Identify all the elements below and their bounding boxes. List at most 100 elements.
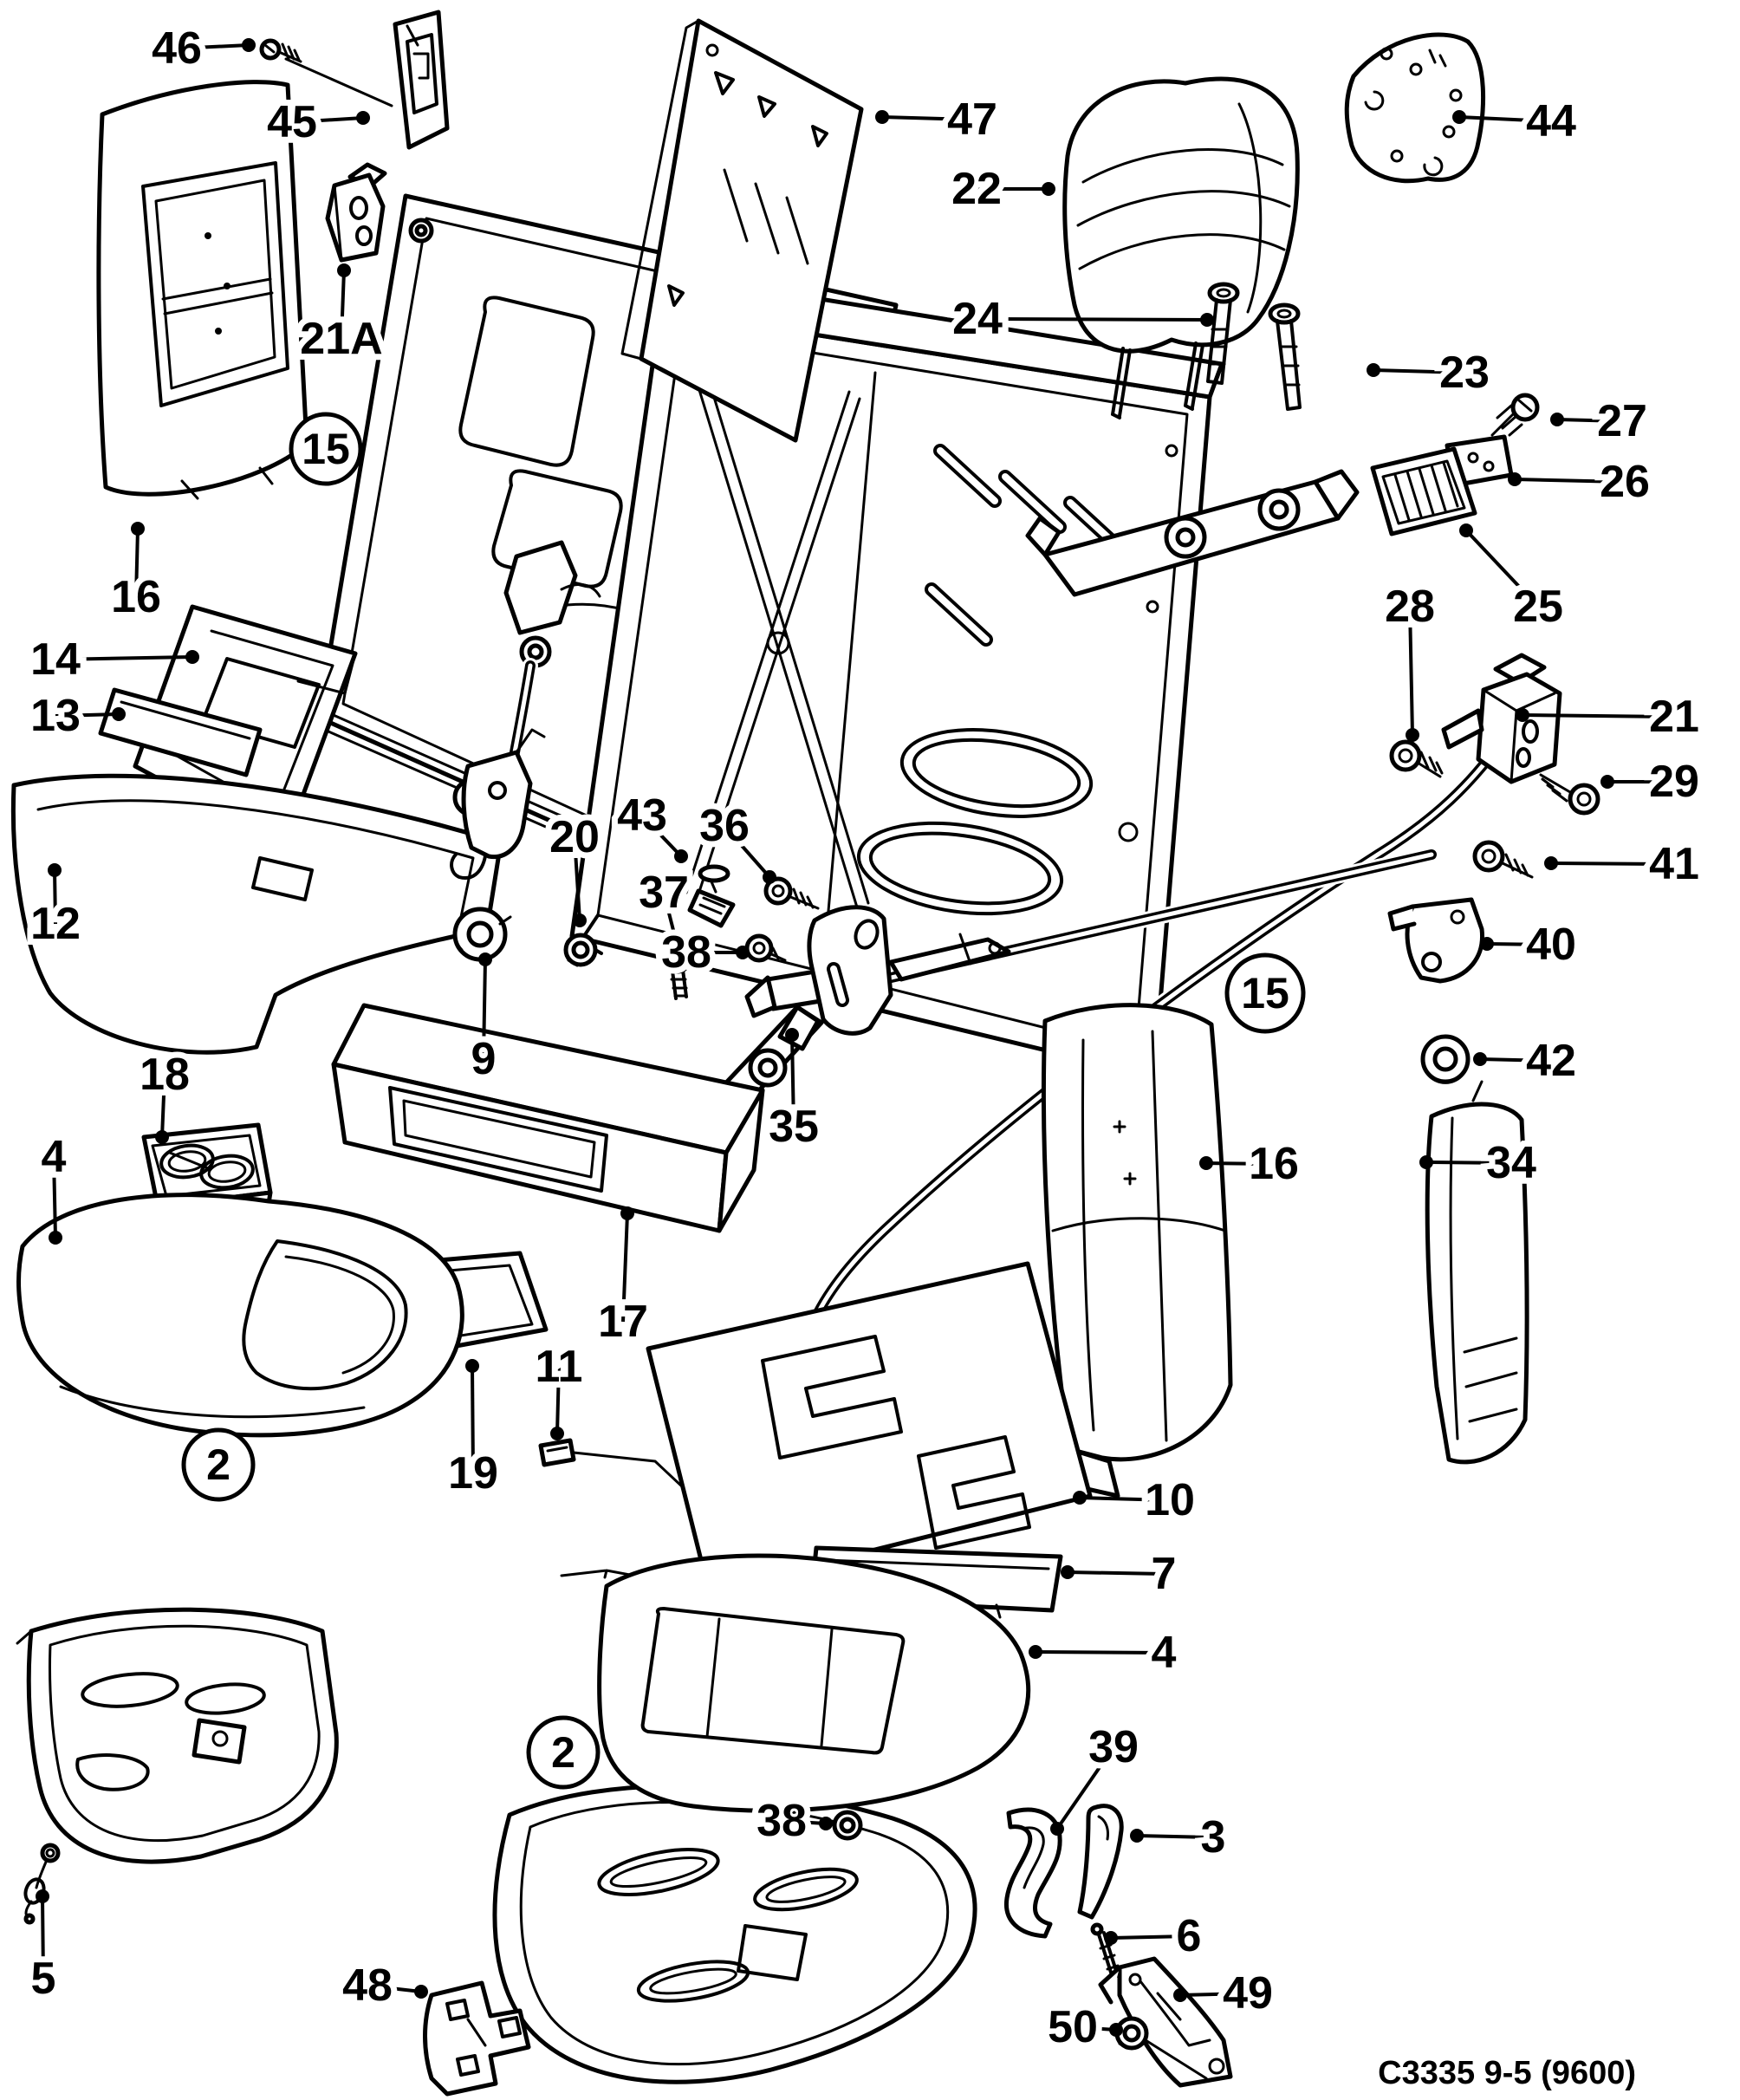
part-number-50: 50 [1048,2002,1098,2052]
screw-28 [1389,739,1444,778]
callout-18: 18 [133,1043,196,1144]
callout-40: 40 [1480,913,1582,976]
seat-tray-12 [10,773,503,1055]
screw-41 [1472,840,1534,879]
group-number-15: 15 [302,425,350,473]
part-number-21: 21 [1649,692,1699,742]
push-rivet-43 [687,864,736,928]
armrest-17 [331,1003,765,1233]
group-marker-2: 2 [181,1427,256,1502]
part-number-40: 40 [1526,920,1576,970]
callout-3: 3 [1130,1806,1231,1869]
latch-striker-21A [325,162,387,263]
callout-49: 49 [1173,1962,1279,2025]
callout-6: 6 [1104,1905,1207,1967]
part-number-17: 17 [598,1297,648,1347]
callout-22: 22 [945,158,1055,220]
callout-28: 28 [1379,575,1441,742]
callout-44: 44 [1452,90,1582,153]
callout-24: 24 [946,288,1214,350]
part-number-13: 13 [30,691,81,741]
callout-35: 35 [763,1028,825,1158]
part-number-43: 43 [617,790,667,841]
callout-4a: 4 [36,1126,73,1245]
part-number-24: 24 [952,294,1003,344]
part-number-16: 16 [1249,1139,1299,1189]
bolt-36 [763,876,820,910]
callout-11: 11 [529,1336,588,1440]
callout-23: 23 [1367,341,1496,404]
callout-29: 29 [1600,751,1705,813]
callout-17: 17 [592,1206,654,1353]
part-number-18: 18 [140,1050,190,1100]
nut-20 [563,933,598,967]
part-number-41: 41 [1649,839,1699,889]
part-number-42: 42 [1526,1036,1576,1086]
callout-37: 37 [633,861,695,944]
part-number-48: 48 [342,1960,393,2011]
callout-47: 47 [875,88,1003,151]
callout-16b: 16 [1199,1133,1305,1195]
part-number-25: 25 [1513,582,1563,632]
headrest-guide-sleeve-45 [393,10,450,150]
cable-clip-11 [538,1438,685,1489]
lock-block-21 [1441,653,1562,784]
part-number-36: 36 [699,801,750,851]
callout-10: 10 [1073,1469,1201,1531]
group-marker-15: 15 [289,412,363,486]
under-tray-center [492,1784,977,2084]
callout-26: 26 [1508,451,1656,513]
bracket-40 [1387,897,1484,984]
guide-pin-23 [1268,302,1302,411]
part-number-12: 12 [30,899,81,949]
callout-46: 46 [146,17,256,80]
group-number-15: 15 [1241,969,1289,1017]
seat-pan-left [16,1607,339,1864]
part-number-10: 10 [1145,1475,1195,1525]
guide-pin-24 [1206,282,1240,385]
group-marker-2: 2 [526,1715,601,1790]
part-number-23: 23 [1439,348,1490,398]
callout-27: 27 [1550,390,1653,452]
part-number-28: 28 [1385,582,1435,632]
part-number-29: 29 [1649,757,1699,807]
part-number-4: 4 [42,1132,67,1182]
callout-25: 25 [1459,523,1569,638]
hinge-crossbar [1025,469,1360,597]
callout-14: 14 [24,628,199,691]
callout-41: 41 [1544,833,1705,895]
callout-7: 7 [1061,1543,1182,1605]
heating-mat-10 [560,1261,1093,1594]
callout-21A: 21A [294,263,389,370]
part-number-22: 22 [951,164,1002,214]
release-cable-5 [23,1843,61,1925]
screw-37 [664,946,691,1000]
cover-plate-44 [1344,32,1486,184]
callout-12: 12 [24,863,87,955]
seat-cushion-center-4 [597,1553,1031,1813]
part-number-21A: 21A [300,314,382,364]
screw-27 [1490,393,1540,437]
headrest-22 [1062,76,1300,419]
part-number-38: 38 [756,1796,807,1846]
part-number-16: 16 [111,572,161,622]
seatback-frame-right [569,273,1224,1079]
grommet-42 [1420,1034,1471,1084]
diagram-code: C3335 9-5 (9600) [1378,2055,1636,2091]
trim-strip-3 [1077,1804,1124,1920]
part-number-6: 6 [1177,1911,1202,1961]
grommet-9 [452,907,512,962]
callout-50: 50 [1042,1996,1123,2058]
part-number-47: 47 [947,94,997,145]
part-number-45: 45 [267,97,317,147]
callout-36: 36 [693,795,776,884]
callout-34: 34 [1419,1132,1542,1194]
part-number-20: 20 [549,812,600,862]
part-number-19: 19 [448,1448,498,1499]
screw-46 [259,38,393,107]
screw-29 [1539,773,1600,816]
callout-42: 42 [1473,1030,1582,1092]
part-number-11: 11 [536,1342,583,1392]
callout-45: 45 [261,91,370,153]
